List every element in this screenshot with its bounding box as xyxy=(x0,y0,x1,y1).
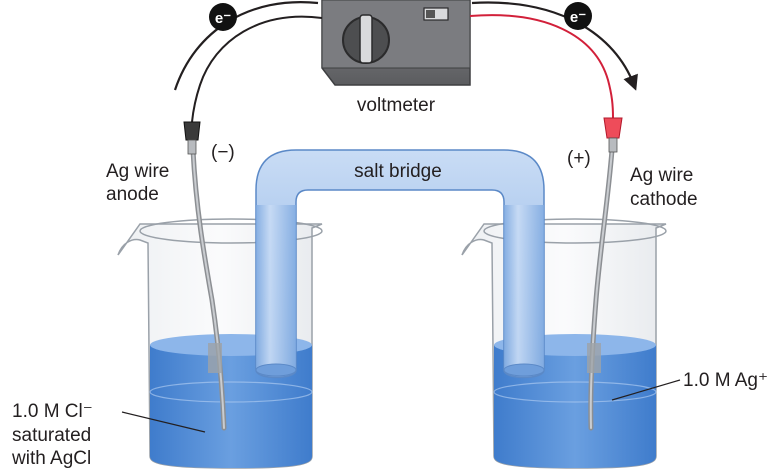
electron-badge-right: e⁻ xyxy=(564,2,592,30)
salt-bridge-label: salt bridge xyxy=(354,161,442,182)
electron-badge-left: e⁻ xyxy=(209,3,237,31)
cathode-label-line1: Ag wire xyxy=(630,165,693,186)
voltmeter-label: voltmeter xyxy=(357,95,436,116)
wire-negative xyxy=(191,15,323,123)
anode-clip xyxy=(183,121,201,155)
voltmeter-dial-knob xyxy=(359,14,373,64)
electron-label-left: e⁻ xyxy=(215,10,231,27)
electron-flow-arrow-left xyxy=(173,1,319,91)
voltmeter xyxy=(321,0,471,86)
cathode-electrode xyxy=(587,147,615,431)
salt-bridge xyxy=(255,149,545,379)
electron-label-right: e⁻ xyxy=(570,9,586,26)
right-solution-label-line1: 1.0 M Ag⁺ xyxy=(683,370,768,391)
anode-label-line1: Ag wire xyxy=(106,161,169,182)
left-solution-label-line2: saturated xyxy=(12,425,91,446)
cathode-clip xyxy=(603,117,623,153)
right-solution-leader-line xyxy=(611,379,681,401)
wire-positive xyxy=(469,14,614,119)
left-solution-label-line1: 1.0 M Cl⁻ xyxy=(12,401,93,422)
cathode-sign: (+) xyxy=(567,148,591,169)
anode-sign: (−) xyxy=(211,142,235,163)
anode-label-line2: anode xyxy=(106,184,159,205)
cathode-label-line2: cathode xyxy=(630,189,698,210)
left-solution-label-line3: with AgCl xyxy=(11,448,91,469)
anode-electrode xyxy=(190,147,227,431)
left-solution-leader-line xyxy=(121,411,206,433)
